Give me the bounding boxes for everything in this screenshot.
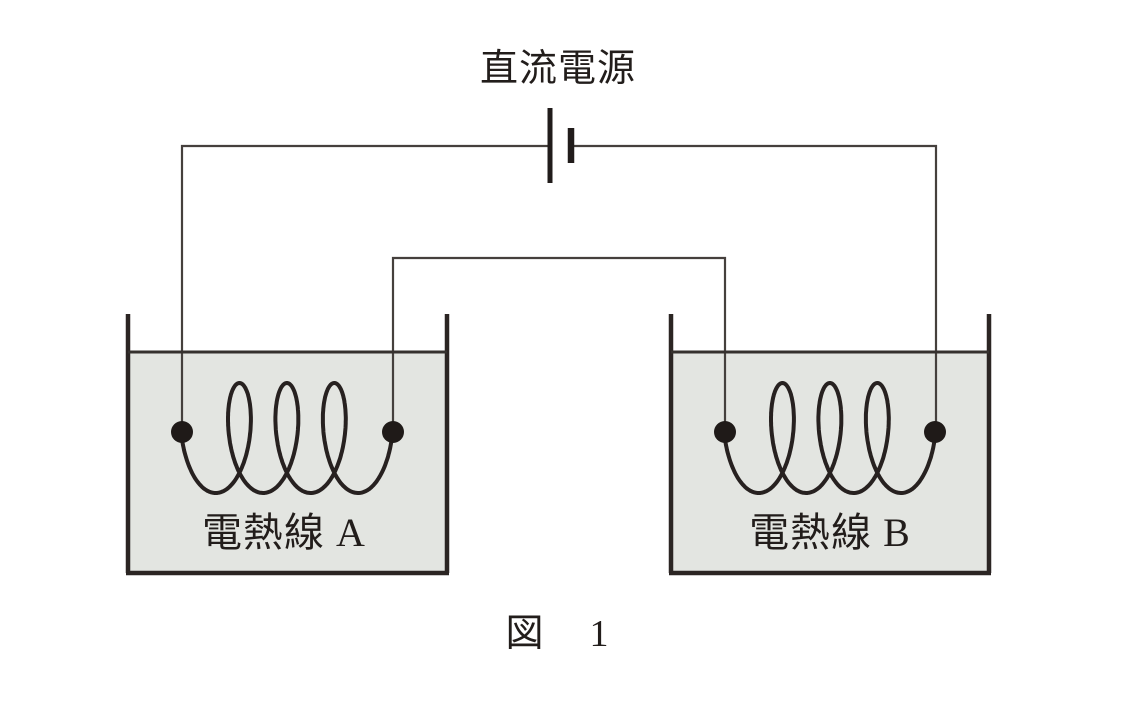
beaker-a (125, 314, 450, 576)
heater-coil-a (179, 381, 395, 495)
beaker-a-walls (125, 314, 450, 576)
heater-coil-b (722, 381, 938, 495)
beaker-b-walls (668, 314, 992, 576)
heater-b-label: 電熱線 B (749, 510, 911, 555)
figure-caption: 図 1 (505, 615, 608, 653)
wire-middle (391, 256, 727, 432)
figure-caption-fig: 図 (505, 613, 544, 655)
wire-right (571, 144, 938, 432)
battery-symbol (547, 108, 575, 183)
heater-a-label: 電熱線 A (202, 510, 366, 555)
wire-left (180, 144, 549, 432)
power-supply-label: 直流電源 (479, 48, 637, 90)
terminal-dot-b-right (924, 421, 946, 443)
figure-caption-number: 1 (589, 613, 609, 655)
beaker-b (668, 314, 992, 576)
terminal-dot-a-left (171, 421, 193, 443)
terminal-dot-b-left (714, 421, 736, 443)
terminal-dot-a-right (382, 421, 404, 443)
